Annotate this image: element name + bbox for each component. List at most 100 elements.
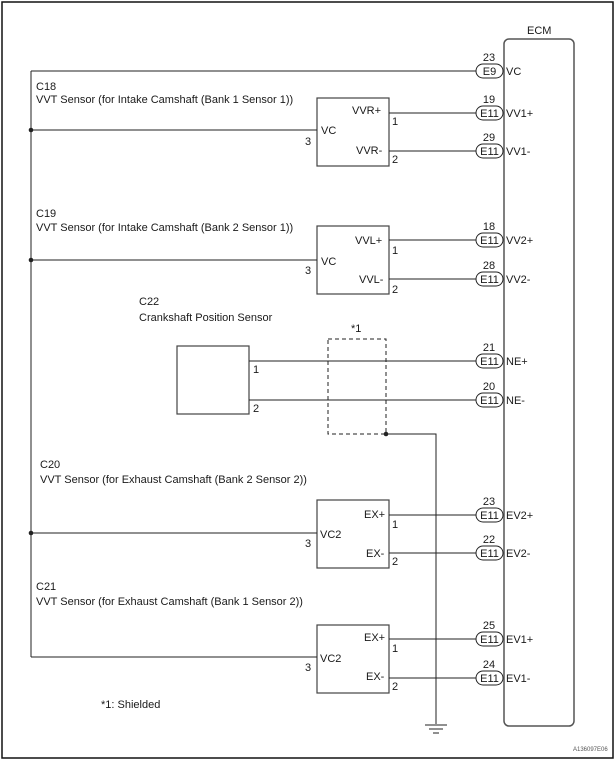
component-name: VVT Sensor (for Intake Camshaft (Bank 1 … <box>36 94 293 106</box>
svg-text:1: 1 <box>392 519 398 531</box>
connector-pill <box>475 63 504 79</box>
svg-text:2: 2 <box>392 556 398 568</box>
terminal-signal: NE+ <box>506 356 528 368</box>
figure-id: A136097E06 <box>573 747 608 753</box>
terminal-pin-number: 25 <box>483 620 495 632</box>
svg-text:3: 3 <box>305 662 311 674</box>
ecm-terminals: E923VCE1119VV1+E1129VV1-E1118VV2+E1128VV… <box>475 52 533 686</box>
svg-text:EX-: EX- <box>366 548 385 560</box>
terminal-pin-number: 20 <box>483 381 495 393</box>
terminal-pin-number: 18 <box>483 221 495 233</box>
component-c20: C20 VVT Sensor (for Exhaust Camshaft (Ba… <box>31 459 476 569</box>
svg-text:VVR+: VVR+ <box>352 105 381 117</box>
connector-pill <box>475 545 504 561</box>
svg-text:2: 2 <box>392 284 398 296</box>
connector-pill <box>475 631 504 647</box>
svg-text:2: 2 <box>392 154 398 166</box>
component-id: C20 <box>40 459 60 471</box>
connector-id: E11 <box>480 146 499 158</box>
shield-box <box>327 338 387 435</box>
connector-id: E11 <box>480 274 499 286</box>
ground-icon <box>425 724 447 734</box>
terminal-pin-number: 22 <box>483 534 495 546</box>
component-c19: C19 VVT Sensor (for Intake Camshaft (Ban… <box>31 208 476 296</box>
connector-id: E9 <box>483 66 496 78</box>
terminal-pin-number: 21 <box>483 342 495 354</box>
component-c22: C22 Crankshaft Position Sensor 1 2 *1 <box>139 296 476 724</box>
connector-pill <box>475 392 504 408</box>
component-c18: C18 VVT Sensor (for Intake Camshaft (Ban… <box>31 81 476 167</box>
svg-text:EX+: EX+ <box>364 632 385 644</box>
svg-text:VC2: VC2 <box>320 653 341 665</box>
terminal-signal: EV2+ <box>506 510 533 522</box>
terminal-signal: EV1+ <box>506 634 533 646</box>
sensor-box <box>176 345 250 415</box>
terminal-signal: VV1- <box>506 146 531 158</box>
terminal-signal: EV1- <box>506 673 531 685</box>
terminal-signal: EV2- <box>506 548 531 560</box>
connector-id: E11 <box>480 673 499 685</box>
connector-id: E11 <box>480 395 499 407</box>
svg-text:3: 3 <box>305 538 311 550</box>
svg-text:1: 1 <box>392 245 398 257</box>
connector-pill <box>475 670 504 686</box>
svg-text:EX+: EX+ <box>364 509 385 521</box>
svg-text:1: 1 <box>392 116 398 128</box>
component-id: C18 <box>36 81 56 93</box>
ecm-label: ECM <box>527 25 551 37</box>
footnote: *1: Shielded <box>101 699 160 711</box>
connector-id: E11 <box>480 634 499 646</box>
component-id: C19 <box>36 208 56 220</box>
sensor-box <box>316 624 390 694</box>
svg-text:VVR-: VVR- <box>356 145 383 157</box>
svg-text:1: 1 <box>392 643 398 655</box>
sensor-box <box>316 499 390 569</box>
component-c21: C21 VVT Sensor (for Exhaust Camshaft (Ba… <box>31 581 476 694</box>
component-name: VVT Sensor (for Intake Camshaft (Bank 2 … <box>36 222 293 234</box>
svg-text:1: 1 <box>253 364 259 376</box>
svg-text:EX-: EX- <box>366 671 385 683</box>
svg-text:VC: VC <box>321 125 336 137</box>
terminal-signal: VC <box>506 66 521 78</box>
component-id: C22 <box>139 296 159 308</box>
terminal-signal: NE- <box>506 395 525 407</box>
connector-pill <box>475 232 504 248</box>
terminal-signal: VV2- <box>506 274 531 286</box>
terminal-pin-number: 28 <box>483 260 495 272</box>
connector-pill <box>475 353 504 369</box>
sensor-box <box>316 97 390 167</box>
component-name: VVT Sensor (for Exhaust Camshaft (Bank 1… <box>36 596 303 608</box>
connector-pill <box>475 507 504 523</box>
connector-id: E11 <box>480 510 499 522</box>
component-name: Crankshaft Position Sensor <box>139 312 273 324</box>
terminal-signal: VV2+ <box>506 235 533 247</box>
component-name: VVT Sensor (for Exhaust Camshaft (Bank 2… <box>40 474 307 486</box>
svg-text:VC2: VC2 <box>320 529 341 541</box>
svg-text:VVL-: VVL- <box>359 274 384 286</box>
sensor-box <box>316 225 390 295</box>
ecm-block <box>503 38 575 727</box>
connector-id: E11 <box>480 356 499 368</box>
svg-text:3: 3 <box>305 136 311 148</box>
connector-pill <box>475 105 504 121</box>
svg-text:VC: VC <box>321 256 336 268</box>
terminal-pin-number: 24 <box>483 659 495 671</box>
connector-pill <box>475 143 504 159</box>
terminal-pin-number: 19 <box>483 94 495 106</box>
shield-marker: *1 <box>351 323 361 335</box>
component-id: C21 <box>36 581 56 593</box>
svg-text:2: 2 <box>253 403 259 415</box>
connector-id: E11 <box>480 548 499 560</box>
